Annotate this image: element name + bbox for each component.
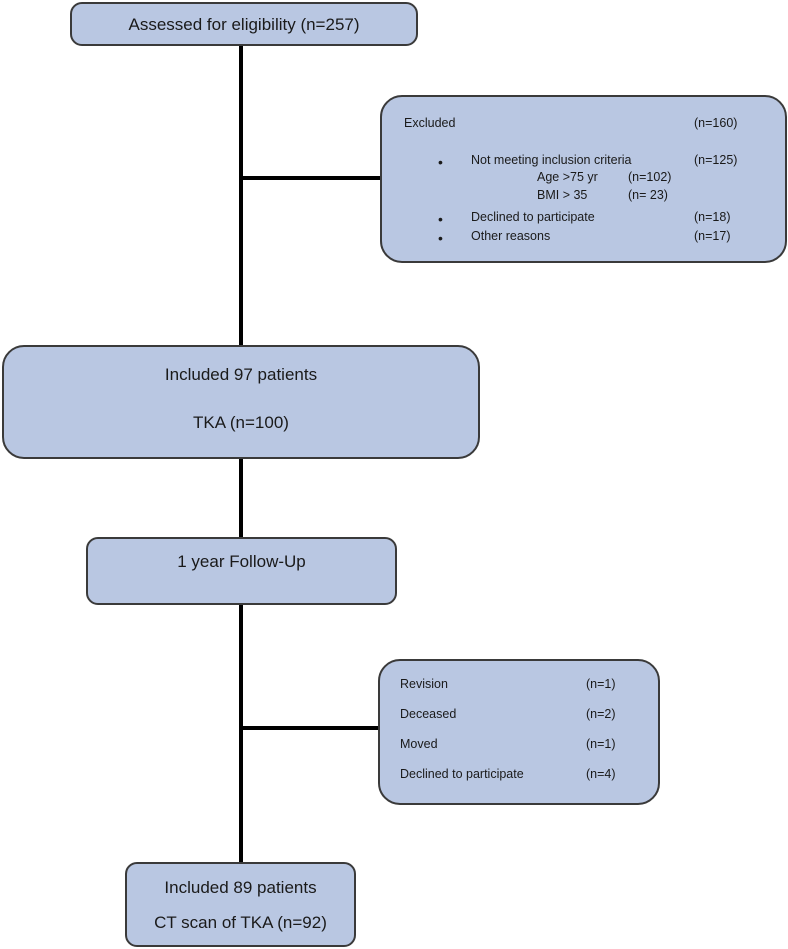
assessed-box: Assessed for eligibility (n=257) (70, 2, 418, 46)
included-tka-text: TKA (n=100) (193, 413, 289, 432)
final-ct-text: CT scan of TKA (n=92) (154, 913, 327, 932)
lost-item-label: Revision (400, 677, 448, 691)
excluded-item-count: (n=17) (694, 229, 731, 243)
lost-item-label: Moved (400, 737, 438, 751)
included-box: Included 97 patients TKA (n=100) (2, 345, 480, 459)
final-included-box: Included 89 patients CT scan of TKA (n=9… (125, 862, 356, 947)
excluded-item-count: (n=125) (694, 153, 738, 167)
excluded-item-label: Not meeting inclusion criteria (471, 153, 632, 167)
excluded-subitem-count: (n=102) (628, 170, 672, 184)
excluded-box: Excluded (n=160) • Not meeting inclusion… (380, 95, 787, 263)
followup-text: 1 year Follow-Up (177, 552, 306, 571)
excluded-item-label: Other reasons (471, 229, 551, 243)
excluded-item-count: (n=18) (694, 210, 731, 224)
lost-item-count: (n=1) (586, 737, 616, 751)
included-count-text: Included 97 patients (164, 365, 318, 384)
excluded-title: Excluded (404, 116, 456, 130)
followup-box: 1 year Follow-Up (86, 537, 397, 605)
lost-item-count: (n=1) (586, 677, 616, 691)
lost-item-label: Declined to participate (400, 767, 524, 781)
excluded-subitem-label: BMI > 35 (537, 188, 588, 202)
assessed-text: Assessed for eligibility (n=257) (128, 15, 360, 34)
bullet-icon: • (438, 230, 443, 246)
bullet-icon: • (438, 211, 443, 227)
excluded-subitem-count: (n= 23) (628, 188, 668, 202)
lost-item-count: (n=4) (586, 767, 616, 781)
bullet-icon: • (438, 154, 443, 170)
final-included-text: Included 89 patients (164, 878, 317, 897)
excluded-title-count: (n=160) (694, 116, 738, 130)
excluded-subitem-label: Age >75 yr (537, 170, 598, 184)
lost-item-count: (n=2) (586, 707, 616, 721)
excluded-item-label: Declined to participate (471, 210, 595, 224)
lost-item-label: Deceased (400, 707, 457, 721)
lost-box: Revision (n=1) Deceased (n=2) Moved (n=1… (378, 659, 660, 805)
